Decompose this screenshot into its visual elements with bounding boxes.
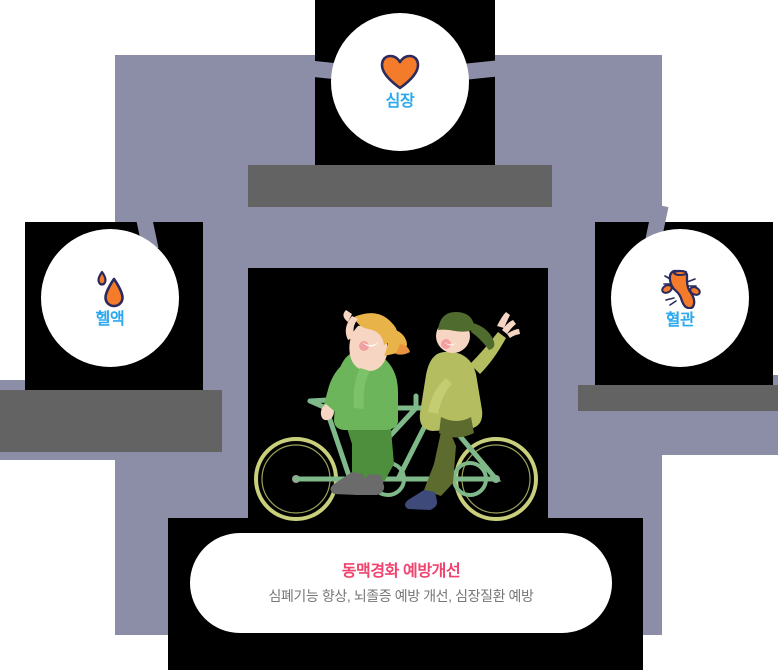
blood-drop-icon — [90, 268, 130, 308]
heart-icon — [380, 54, 420, 90]
node-blood[interactable]: 헬액 — [41, 229, 179, 367]
redacted-label-left — [0, 390, 222, 452]
info-card-title: 동맥경화 예방개선 — [341, 562, 461, 580]
tandem-bicycle-couple-illustration — [248, 268, 548, 530]
node-blood-label: 헬액 — [95, 311, 125, 328]
redacted-label-top — [248, 165, 552, 207]
blood-vessel-icon — [657, 267, 703, 310]
info-card-subtitle: 심폐기능 향상, 뇌졸증 예방 개선, 심장질환 예방 — [268, 587, 534, 604]
node-vessel-label: 혈관 — [665, 312, 695, 329]
node-heart[interactable]: 심장 — [331, 13, 469, 151]
node-vessel[interactable]: 혈관 — [611, 229, 749, 367]
info-card: 동맥경화 예방개선 심폐기능 향상, 뇌졸증 예방 개선, 심장질환 예방 — [190, 533, 612, 633]
redacted-label-right — [578, 385, 778, 411]
node-heart-label: 심장 — [385, 93, 415, 110]
